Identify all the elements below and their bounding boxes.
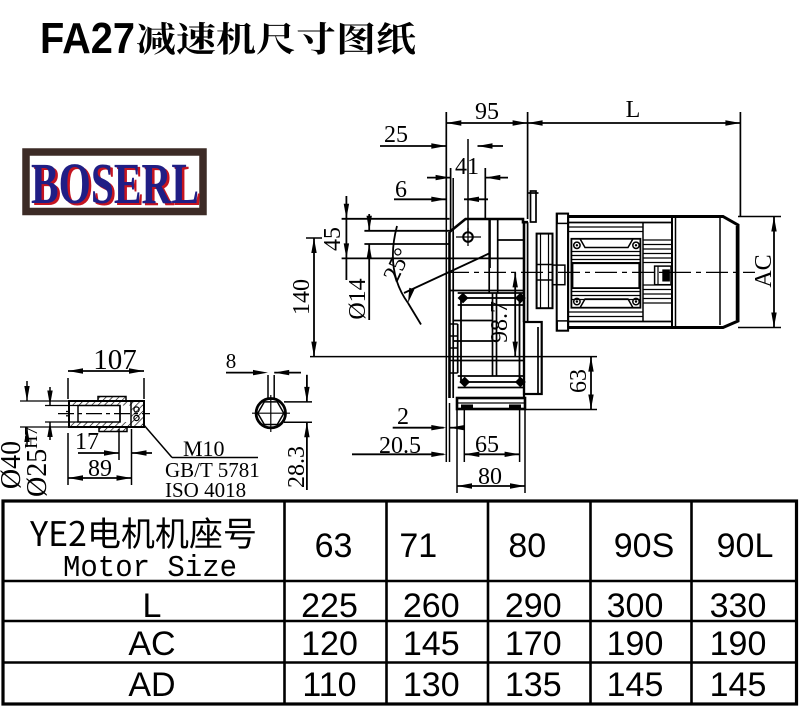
svg-text:98.7: 98.7	[487, 301, 513, 343]
svg-text:190: 190	[710, 625, 767, 663]
svg-text:63: 63	[315, 527, 353, 565]
svg-text:8: 8	[226, 349, 237, 373]
svg-text:GB/T 5781: GB/T 5781	[165, 458, 260, 482]
svg-text:290: 290	[505, 587, 562, 625]
svg-text:95: 95	[475, 99, 499, 125]
svg-text:25: 25	[384, 122, 408, 148]
svg-text:145: 145	[403, 625, 460, 663]
svg-text:AC: AC	[751, 254, 777, 287]
svg-text:260: 260	[403, 587, 460, 625]
svg-text:41: 41	[455, 154, 479, 180]
svg-text:71: 71	[399, 527, 437, 565]
svg-text:FA27: FA27	[40, 14, 135, 63]
svg-text:M10: M10	[183, 436, 225, 461]
svg-text:L: L	[626, 97, 641, 123]
svg-text:2: 2	[397, 404, 409, 430]
svg-text:330: 330	[710, 587, 767, 625]
svg-text:130: 130	[403, 666, 460, 704]
svg-text:300: 300	[607, 587, 664, 625]
svg-text:L: L	[143, 587, 162, 625]
svg-text:Ø14: Ø14	[345, 278, 371, 319]
svg-text:110: 110	[302, 666, 356, 704]
svg-text:BOSERL: BOSERL	[31, 151, 199, 216]
svg-text:90S: 90S	[614, 527, 675, 565]
svg-text:25°: 25°	[379, 244, 417, 285]
svg-text:170: 170	[505, 625, 562, 663]
svg-text:Ø40: Ø40	[0, 441, 27, 489]
svg-text:28.3: 28.3	[284, 446, 310, 488]
svg-text:89: 89	[88, 456, 112, 482]
svg-text:120: 120	[301, 625, 358, 663]
svg-text:107: 107	[93, 344, 137, 376]
svg-text:80: 80	[478, 464, 502, 490]
svg-text:145: 145	[607, 666, 664, 704]
svg-text:63: 63	[566, 369, 592, 393]
svg-text:AC: AC	[128, 625, 175, 663]
svg-text:65: 65	[475, 432, 499, 458]
svg-text:140: 140	[289, 279, 315, 315]
svg-text:145: 145	[710, 666, 767, 704]
svg-text:20.5: 20.5	[379, 433, 421, 459]
svg-text:80: 80	[508, 527, 546, 565]
svg-text:Ø25H7: Ø25H7	[21, 427, 53, 497]
svg-text:Motor Size: Motor Size	[63, 551, 237, 586]
svg-text:ISO 4018: ISO 4018	[165, 478, 246, 502]
svg-text:6: 6	[395, 177, 407, 203]
svg-text:17: 17	[75, 429, 99, 455]
svg-text:225: 225	[301, 587, 358, 625]
svg-text:BOSERL: BOSERL	[34, 153, 202, 218]
svg-text:190: 190	[607, 625, 664, 663]
svg-text:AD: AD	[128, 666, 175, 704]
svg-text:45: 45	[320, 227, 346, 251]
svg-text:135: 135	[505, 666, 562, 704]
svg-text:90L: 90L	[717, 527, 774, 565]
